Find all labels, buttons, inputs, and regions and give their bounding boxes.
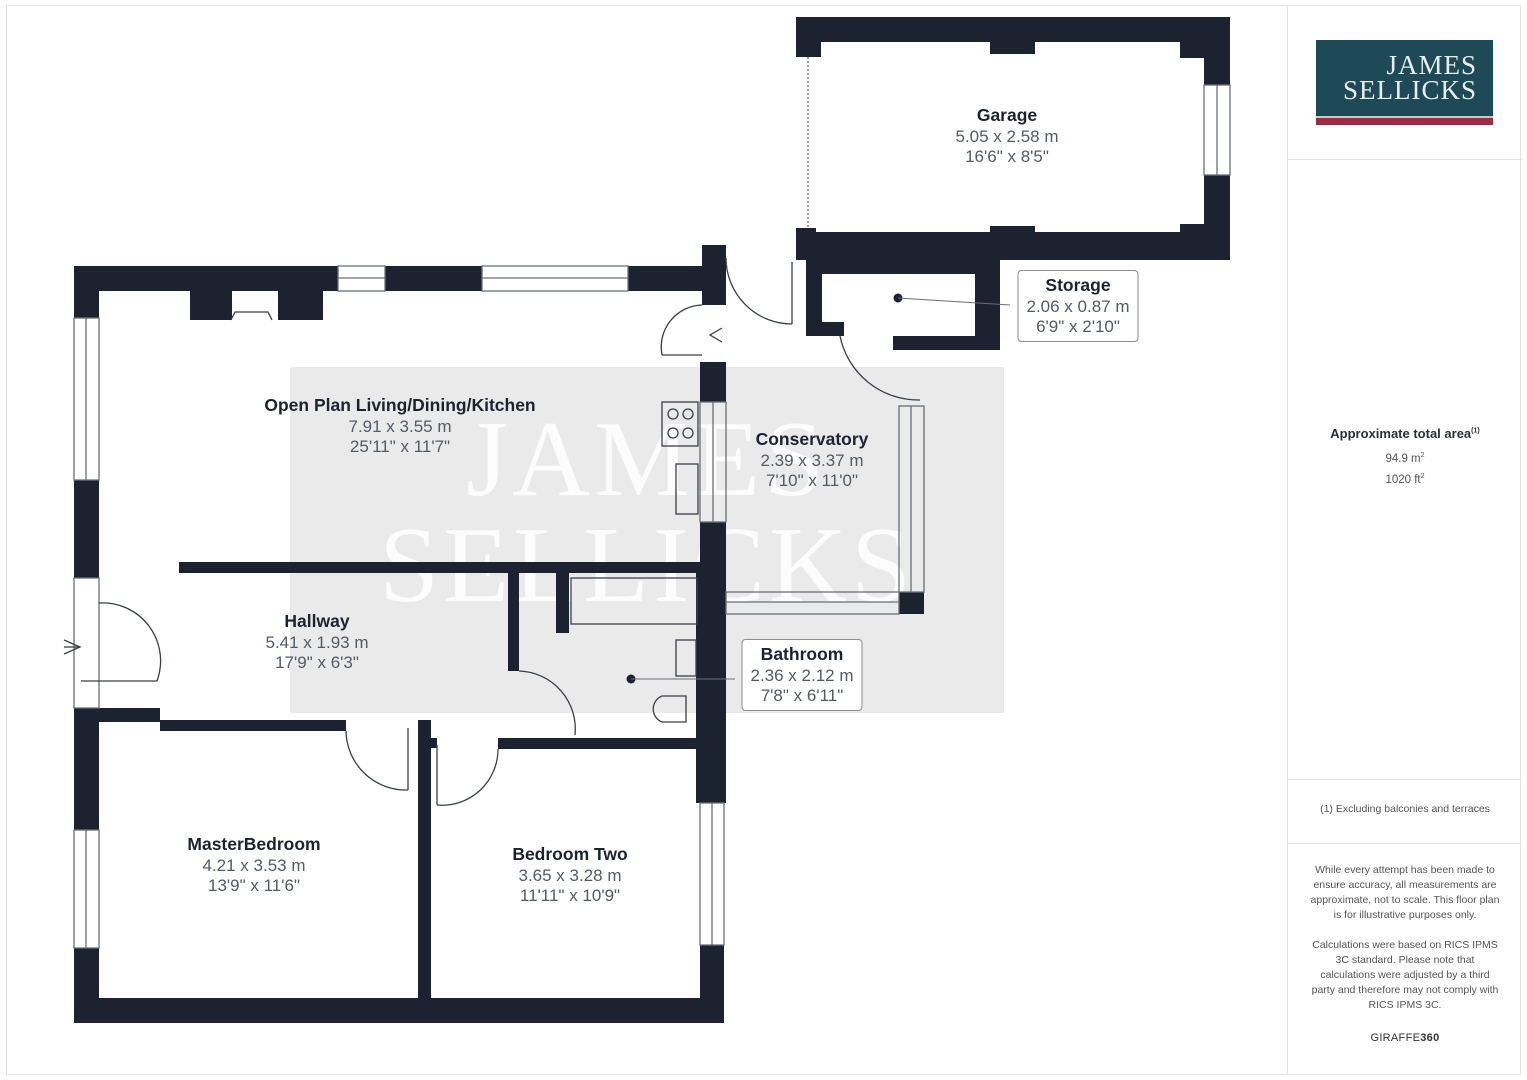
page-frame xyxy=(6,5,1521,1075)
area-m2: 94.9 m xyxy=(1385,452,1421,465)
walls xyxy=(74,17,1230,1023)
area-title: Approximate total area xyxy=(1330,426,1472,441)
divider xyxy=(1288,843,1522,844)
disclaimer-rics: Calculations were based on RICS IPMS 3C … xyxy=(1311,939,1499,1011)
total-area: Approximate total area(1) 94.9 m2 1020 f… xyxy=(1330,426,1480,486)
logo-line2: SELLICKS xyxy=(1342,75,1477,105)
logo-accent-bar xyxy=(1316,118,1493,125)
watermark-line1: JAMES xyxy=(465,400,829,519)
divider xyxy=(1288,779,1522,780)
logo-line1: JAMES xyxy=(1386,50,1477,80)
footnote-mark: (1) xyxy=(1471,427,1480,435)
footnote: (1) Excluding balconies and terraces xyxy=(1320,803,1490,815)
doors xyxy=(63,257,921,806)
leaders xyxy=(626,293,1011,684)
divider xyxy=(1288,159,1522,160)
area-ft2: 1020 ft xyxy=(1385,473,1421,486)
giraffe360-credit: GIRAFFE360 xyxy=(1370,1032,1440,1044)
windows xyxy=(73,57,1231,949)
disclaimer-accuracy: While every attempt has been made to ens… xyxy=(1310,864,1500,921)
